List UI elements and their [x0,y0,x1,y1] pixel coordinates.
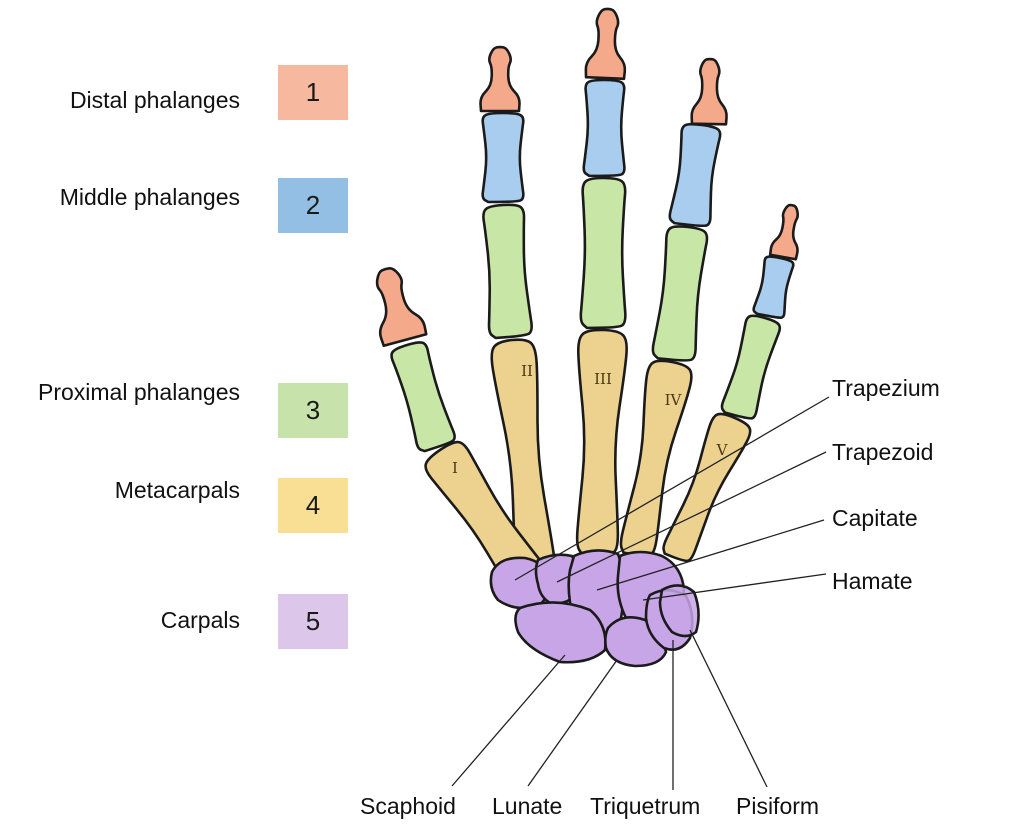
legend-box-middle-phalanges: 2 [278,178,348,233]
carpal-pisiform [658,584,700,638]
leader-capitate [596,519,825,591]
label-lunate: Lunate [492,793,563,819]
legend-number: 2 [305,190,321,220]
metacarpal-numeral: II [521,362,533,380]
metacarpal-numeral: IV [665,391,683,409]
legend-number: 3 [305,395,321,425]
middle-phalanx-middle [582,78,626,178]
leader-scaphoid [451,654,566,787]
distal-phalanx-little [768,203,800,261]
legend-label-middle-phalanges: Middle phalanges [59,184,240,210]
proximal-phalanx-little [720,314,782,420]
middle-phalanx-index [481,111,525,204]
proximal-phalanx-ring [651,225,709,362]
legend-number: 5 [305,606,321,636]
label-pisiform: Pisiform [736,793,820,819]
middle-phalanx-ring [668,122,722,228]
legend-number: 4 [305,490,321,520]
proximal-phalanx-index [482,203,533,340]
metacarpal-iv [619,359,693,557]
label-hamate: Hamate [832,568,913,594]
leader-pisiform [689,629,768,788]
carpal-scaphoid [514,601,607,664]
leader-trapezoid [556,451,827,583]
label-trapezoid: Trapezoid [832,439,934,465]
metacarpal-v [662,412,752,563]
proximal-phalanx-thumb [390,341,456,453]
distal-phalanx-ring [690,57,728,126]
legend-box-distal-phalanges: 1 [278,65,348,120]
distal-phalanx-middle [584,7,627,81]
legend-label-metacarpals: Metacarpals [114,477,240,503]
label-scaphoid: Scaphoid [360,793,456,819]
legend-box-carpals: 5 [278,594,348,649]
metacarpal-iii [575,328,628,557]
legend-label-distal-phalanges: Distal phalanges [69,87,240,113]
distal-phalanx-thumb [375,266,428,348]
label-capitate: Capitate [832,505,918,531]
legend-box-metacarpals: 4 [278,478,348,533]
legend-number: 1 [305,77,321,107]
label-trapezium: Trapezium [832,375,940,401]
legend-label-carpals: Carpals [160,607,240,633]
leader-lunate [527,659,618,787]
proximal-phalanx-middle [579,176,627,330]
leader-trapezium [514,396,830,581]
distal-phalanx-index [479,45,521,113]
metacarpal-numeral: I [452,459,458,477]
legend-label-proximal-phalanges: Proximal phalanges [37,379,240,405]
metacarpal-numeral: V [716,441,729,459]
leader-hamate [642,573,827,601]
label-triquetrum: Triquetrum [590,793,701,819]
metacarpal-numeral: III [594,370,612,388]
middle-phalanx-little [752,255,795,319]
legend-box-proximal-phalanges: 3 [278,383,348,438]
